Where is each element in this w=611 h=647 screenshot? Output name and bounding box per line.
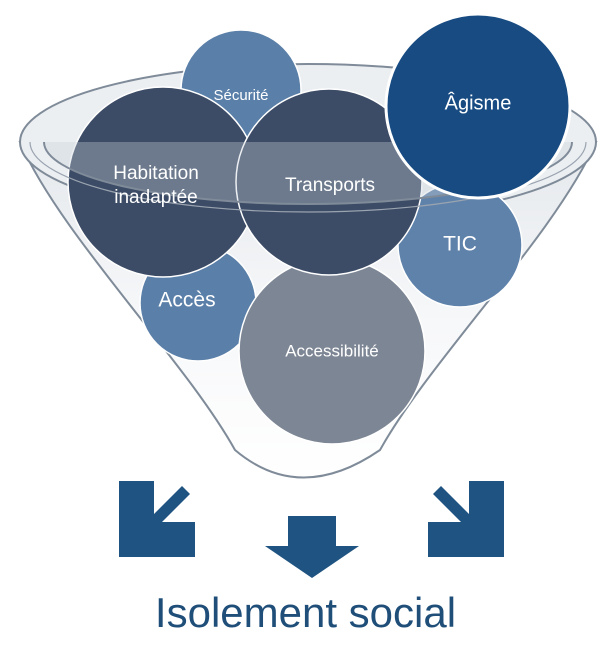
arrow-down-right-icon [428,481,504,557]
bubble-agisme [384,12,572,200]
label-agisme: Âgisme [445,91,512,114]
label-habitation-line2: inadaptée [114,187,197,208]
label-accessibilite: Accessibilité [285,341,379,360]
bubble-transports [235,88,423,276]
label-acces: Accès [158,289,215,312]
label-habitation-line1: Habitation [113,163,199,184]
arrow-down-icon [265,516,359,578]
label-securite: Sécurité [213,87,268,104]
label-transports: Transports [285,175,375,196]
arrow-down-left-icon [119,481,195,557]
funnel-rim-inner [29,141,587,213]
outcome-title: Isolement social [154,589,457,636]
label-tic: TIC [443,233,477,256]
